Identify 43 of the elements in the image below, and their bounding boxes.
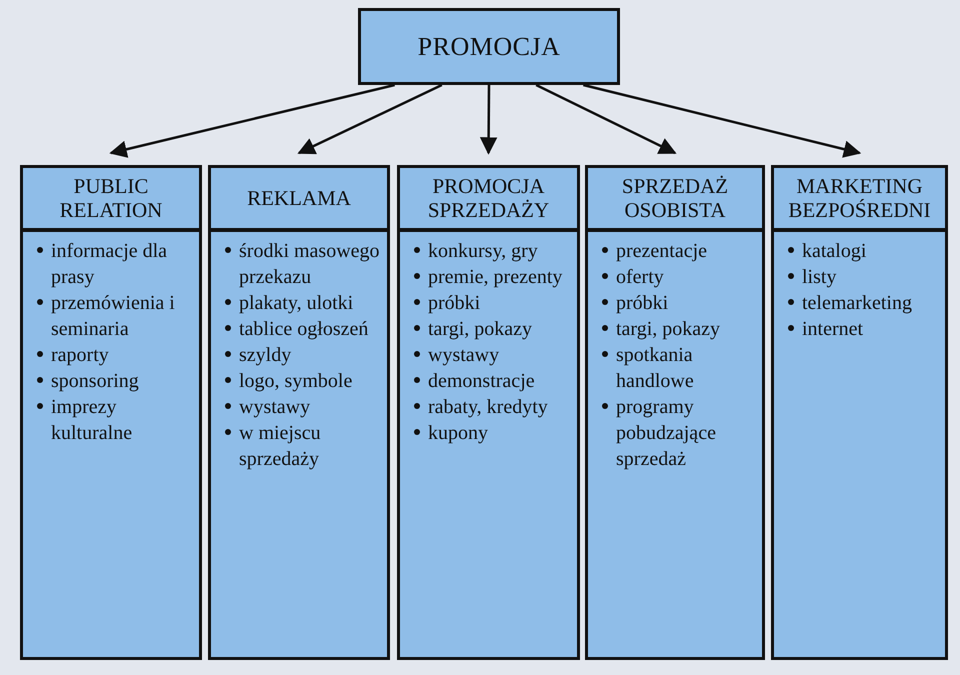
arrow	[109, 84, 395, 158]
header-text: PUBLIC RELATION	[58, 174, 164, 222]
bullet-item: szyldy	[239, 344, 292, 366]
bullet-item: prezentacje	[616, 240, 708, 262]
bullet-item: konkursy, gry	[428, 240, 538, 262]
bullet-item: logo, symbole	[239, 370, 352, 392]
bullet-item: oferty	[616, 266, 664, 288]
header-text: MARKETING BEZPOŚREDNI	[787, 174, 932, 222]
category-column	[208, 165, 390, 660]
arrow	[480, 85, 498, 155]
bullet-item: próbki	[428, 292, 480, 314]
category-column	[20, 165, 202, 660]
arrow	[297, 84, 442, 154]
bullet-item: wystawy	[239, 396, 310, 418]
bullet-item: wystawy	[428, 344, 500, 366]
bullet-item: internet	[802, 318, 864, 340]
bullet-item: listy	[802, 266, 836, 288]
bullet-item: w miejscu sprzedaży	[239, 422, 321, 470]
root-box	[358, 8, 620, 85]
bullet-item: premie, prezenty	[428, 266, 562, 288]
arrow	[583, 84, 862, 158]
arrow	[536, 84, 677, 154]
bullet-item: demonstracje	[428, 370, 535, 392]
category-column	[585, 165, 765, 660]
bullet-item: próbki	[616, 292, 668, 314]
bullet-item: programy pobudzające sprzedaż	[616, 396, 716, 470]
header-text: SPRZEDAŻ OSOBISTA	[620, 174, 730, 222]
bullet-item: rabaty, kredyty	[428, 396, 548, 418]
category-column	[771, 165, 948, 660]
bullet-item: imprezy kulturalne	[51, 396, 132, 444]
root-title: PROMOCJA	[418, 32, 560, 62]
header-text: PROMOCJA SPRZEDAŻY	[426, 174, 550, 222]
bullet-item: targi, pokazy	[616, 318, 720, 340]
bullet-item: targi, pokazy	[428, 318, 532, 340]
bullet-item: raporty	[51, 344, 109, 366]
header-text: REKLAMA	[247, 186, 351, 210]
bullet-item: tablice ogłoszeń	[239, 318, 368, 340]
bullet-item: telemarketing	[802, 292, 912, 314]
bullet-item: kupony	[428, 422, 488, 444]
bullet-item: sponsoring	[51, 370, 139, 392]
category-column	[397, 165, 580, 660]
bullet-item: katalogi	[802, 240, 866, 262]
bullet-item: plakaty, ulotki	[239, 292, 354, 314]
